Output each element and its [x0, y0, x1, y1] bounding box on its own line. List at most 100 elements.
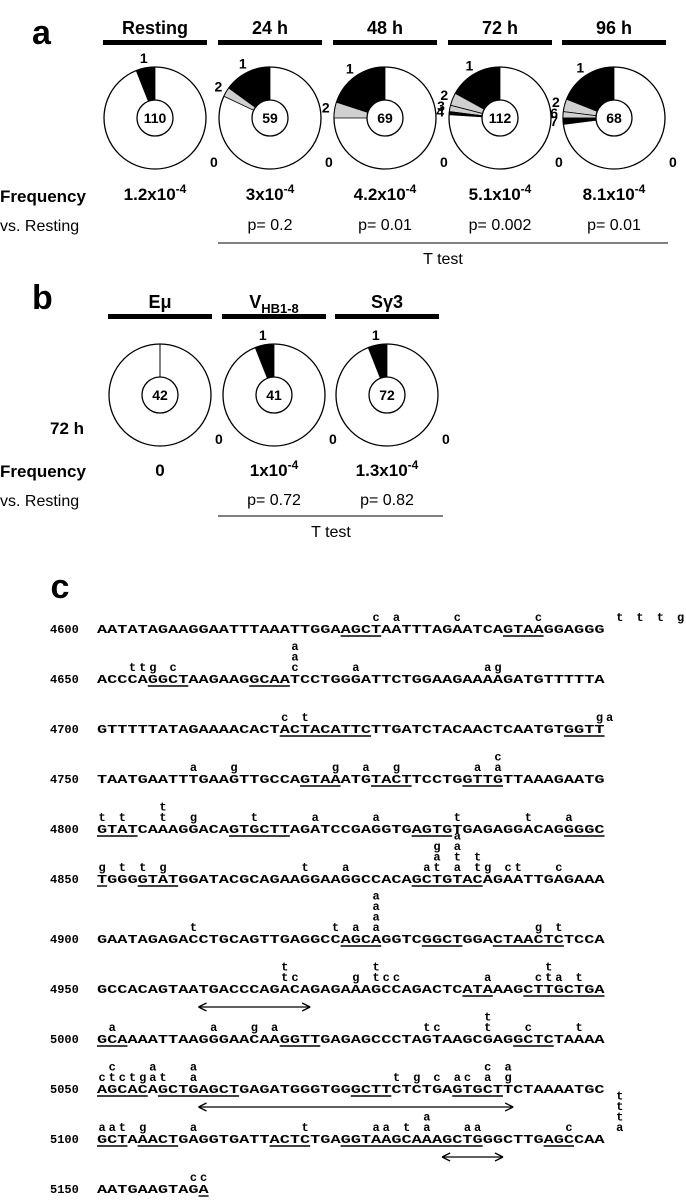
mutation-letter: c — [464, 1071, 471, 1085]
b-groups-0-center-circle — [141, 376, 179, 414]
mutation-letter: t — [576, 971, 583, 985]
sequence-position-5100: 5100 — [50, 1133, 79, 1147]
a-groups-4-slice-label-1: 1 — [576, 59, 584, 75]
a-groups-4-center-count: 68 — [606, 110, 622, 126]
b-groups-0-zero-label: 0 — [215, 431, 223, 447]
b-groups-1-center-count: 41 — [266, 387, 282, 403]
b-groups-0-center-count: 42 — [152, 387, 168, 403]
mutation-letter: c — [525, 1021, 532, 1035]
panel-b-label: b — [32, 279, 53, 317]
mutation-letter: t — [119, 811, 126, 825]
mutation-letter: c — [433, 1071, 440, 1085]
panel-c-label: c — [50, 571, 70, 609]
mutation-letter: a — [383, 1121, 390, 1135]
a-groups-3-slice-label-3: 3 — [437, 98, 445, 114]
b-groups-0-title: Eμ — [148, 292, 171, 312]
mutation-letter: a — [109, 1021, 116, 1035]
sequence-position-4950: 4950 — [50, 983, 79, 997]
panel-b-row-label: 72 h — [50, 419, 84, 438]
b-groups-1-title: VHB1-8 — [249, 292, 299, 316]
a-groups-4-slice-label-2: 2 — [552, 94, 560, 110]
arrow-head — [441, 1152, 504, 1162]
mutation-letter: t — [555, 921, 562, 935]
mutation-letter: t — [616, 1100, 623, 1114]
sequence-row-4900: GAATAGAGACCTGCAGTTGAGGCCAGCAGGTCGGCTGGAC… — [97, 933, 606, 947]
mutation-letter: a — [504, 1061, 511, 1075]
mutation-letter: a — [565, 811, 572, 825]
mutation-letter: g — [332, 761, 339, 775]
mutation-letter: t — [373, 971, 380, 985]
mutation-letter: c — [535, 611, 542, 625]
mutation-letter: g — [484, 861, 491, 875]
mutation-letter: a — [606, 711, 613, 725]
mutation-letter: a — [555, 971, 562, 985]
b-groups-2-zero-label: 0 — [442, 431, 450, 447]
mutation-letter: g — [677, 611, 684, 625]
a-groups-3-frequency: 5.1x10-4 — [469, 182, 532, 204]
mutation-letter: a — [291, 651, 298, 665]
a-groups-4-p-value: p= 0.01 — [587, 217, 641, 234]
a-groups-3-p-value: p= 0.002 — [469, 217, 532, 234]
mutation-letter: t — [636, 611, 643, 625]
panel-a-test-label: T test — [423, 251, 463, 268]
sequence-position-4850: 4850 — [50, 873, 79, 887]
b-groups-2-center-circle — [368, 376, 406, 414]
mutation-letter: t — [373, 961, 380, 975]
mutation-letter: t — [423, 1021, 430, 1035]
a-groups-0-title-bar — [103, 40, 207, 45]
a-groups-3-slice-label-4: 4 — [436, 103, 444, 119]
mutation-letter: t — [484, 1011, 491, 1025]
panel-b-comparison-label: vs. Resting — [0, 493, 79, 510]
sequence-row-4950: GCCACAGTAATGACCCAGACAGAGAAAGCCAGACTCATAA… — [97, 983, 606, 997]
mutation-letter: a — [494, 761, 501, 775]
a-groups-2-title-bar — [333, 40, 437, 45]
mutation-letter: a — [149, 1071, 156, 1085]
mutation-letter: t — [281, 961, 288, 975]
mutation-letter: t — [393, 1071, 400, 1085]
a-groups-2-frequency: 4.2x10-4 — [354, 182, 417, 204]
a-groups-1-title: 24 h — [252, 18, 288, 38]
a-groups-1-center-circle — [251, 99, 289, 137]
mutation-letter: a — [433, 851, 440, 865]
mutation-letter: g — [98, 861, 105, 875]
mutation-letter: c — [373, 611, 380, 625]
mutation-letter: t — [576, 1021, 583, 1035]
panel-a-label: a — [32, 14, 52, 52]
mutation-letter: a — [109, 1121, 116, 1135]
mutation-letter: a — [393, 611, 400, 625]
b-groups-1-frequency: 1x10-4 — [250, 458, 299, 480]
mutation-letter: c — [535, 971, 542, 985]
mutation-letter: t — [545, 971, 552, 985]
mutation-letter: t — [301, 711, 308, 725]
mutation-letter: t — [657, 611, 664, 625]
mutation-letter: c — [109, 1061, 116, 1075]
mutation-letter: a — [484, 1071, 491, 1085]
a-groups-1-frequency: 3x10-4 — [246, 182, 295, 204]
mutation-letter: t — [139, 861, 146, 875]
mutation-letter: a — [149, 1061, 156, 1075]
mutation-letter: t — [129, 661, 136, 675]
a-groups-2-slice-label-2: 2 — [322, 100, 330, 116]
mutation-letter: a — [190, 761, 197, 775]
a-groups-3-center-count: 112 — [489, 110, 512, 126]
a-groups-0-center-circle — [136, 99, 174, 137]
mutation-letter: g — [149, 661, 156, 675]
sequence-position-4750: 4750 — [50, 773, 79, 787]
arrow-head — [198, 1102, 514, 1112]
mutation-letter: c — [454, 611, 461, 625]
mutation-letter: c — [200, 1171, 207, 1185]
mutation-letter: t — [159, 811, 166, 825]
mutation-letter: g — [230, 761, 237, 775]
mutation-letter: t — [251, 811, 258, 825]
mutation-letter: a — [190, 1061, 197, 1075]
mutation-letter: t — [281, 971, 288, 985]
b-groups-1-zero-label: 0 — [329, 431, 337, 447]
b-groups-2-slice-label-1: 1 — [372, 327, 380, 343]
a-groups-3-slice-label-2: 2 — [440, 87, 448, 103]
sequence-row-4850: TGGGGTATGGATACGCAGAAGGAAGGCCACAGCTGTACAG… — [97, 873, 606, 887]
